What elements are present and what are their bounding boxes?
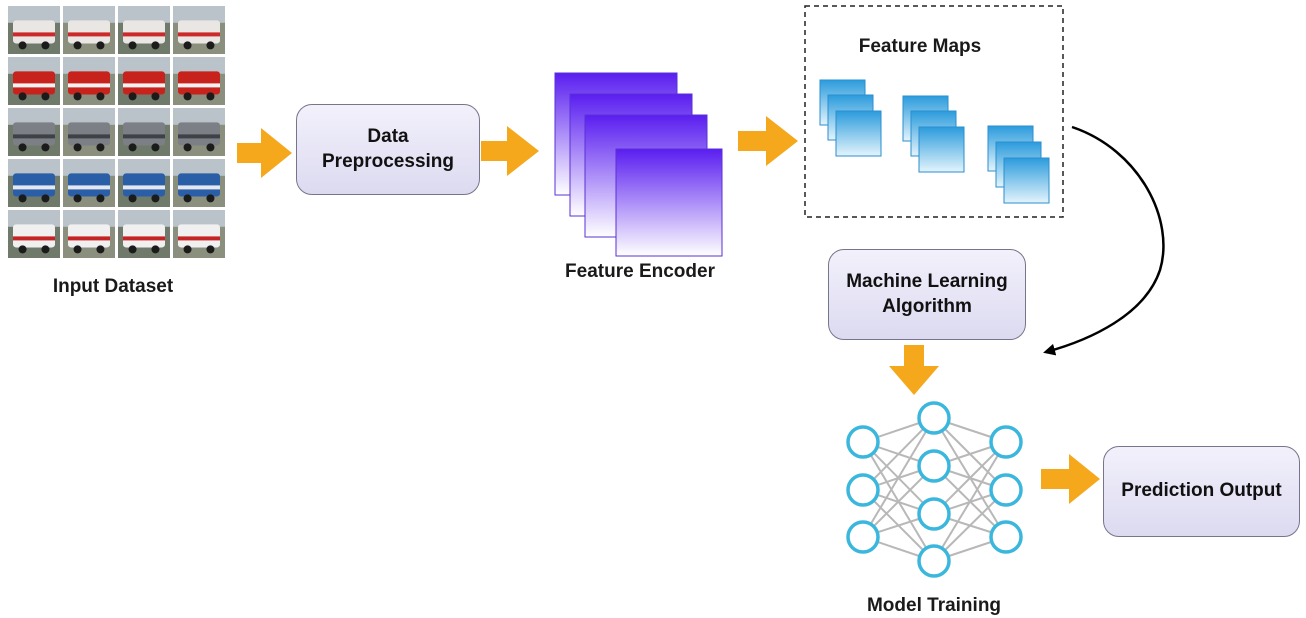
feature-encoder-stack — [554, 72, 723, 257]
ml-line2: Algorithm — [882, 295, 972, 317]
dataset-thumbnail — [118, 57, 170, 105]
feature-map-group — [819, 79, 882, 157]
dataset-thumbnail — [118, 6, 170, 54]
nn-node — [917, 544, 951, 578]
prediction-output-label: Prediction Output — [1121, 480, 1282, 502]
nn-connection — [933, 441, 1007, 562]
dataset-thumbnail — [8, 57, 60, 105]
dataset-thumbnail — [173, 6, 225, 54]
dataset-thumbnail — [8, 108, 60, 156]
nn-connection — [862, 417, 935, 491]
prediction-output-box: Prediction Output — [1103, 446, 1300, 537]
nn-node — [989, 520, 1023, 554]
feature-maps-container — [804, 5, 1064, 218]
arrow-dataset-to-preprocessing — [237, 128, 292, 178]
arrow-encoder-to-feature-maps — [738, 116, 798, 166]
curved-arrow-feature-maps-to-model — [1043, 125, 1165, 356]
machine-learning-algorithm-box: Machine Learning Algorithm — [828, 249, 1026, 340]
dataset-thumbnail — [63, 210, 115, 258]
feature-map-group — [987, 125, 1050, 204]
nn-connection — [933, 489, 1007, 562]
input-dataset-label: Input Dataset — [52, 276, 174, 297]
feature-map-group — [902, 95, 965, 173]
nn-node — [846, 425, 880, 459]
dataset-thumbnail — [118, 159, 170, 207]
dataset-thumbnail — [173, 210, 225, 258]
feature-encoder-label: Feature Encoder — [565, 261, 715, 282]
nn-node — [917, 449, 951, 483]
arrow-model-to-prediction — [1041, 454, 1100, 504]
nn-node — [917, 497, 951, 531]
model-training-label: Model Training — [866, 595, 1002, 616]
nn-node — [989, 425, 1023, 459]
nn-connection — [862, 417, 935, 538]
dataset-thumbnail — [8, 159, 60, 207]
dataset-thumbnail — [63, 6, 115, 54]
feature-maps-label: Feature Maps — [858, 36, 982, 57]
preprocessing-line1: Data — [367, 125, 409, 147]
dataset-thumbnail — [173, 57, 225, 105]
encoder-layer — [615, 148, 723, 257]
dataset-thumbnail — [173, 159, 225, 207]
input-dataset-image-grid — [8, 6, 225, 258]
arrow-preprocessing-to-encoder — [481, 126, 539, 176]
ml-line1: Machine Learning — [846, 270, 1008, 292]
dataset-thumbnail — [8, 6, 60, 54]
dataset-thumbnail — [173, 108, 225, 156]
nn-node — [917, 401, 951, 435]
dataset-thumbnail — [63, 57, 115, 105]
dataset-thumbnail — [118, 210, 170, 258]
dataset-thumbnail — [63, 159, 115, 207]
dataset-thumbnail — [8, 210, 60, 258]
data-preprocessing-box: Data Preprocessing — [296, 104, 480, 195]
nn-node — [846, 473, 880, 507]
neural-network-icon — [846, 401, 1023, 578]
nn-node — [989, 473, 1023, 507]
dataset-thumbnail — [118, 108, 170, 156]
nn-node — [846, 520, 880, 554]
arrow-ml-to-model-training — [889, 345, 939, 395]
nn-connection — [933, 441, 1007, 515]
dataset-thumbnail — [63, 108, 115, 156]
preprocessing-line2: Preprocessing — [322, 150, 454, 172]
